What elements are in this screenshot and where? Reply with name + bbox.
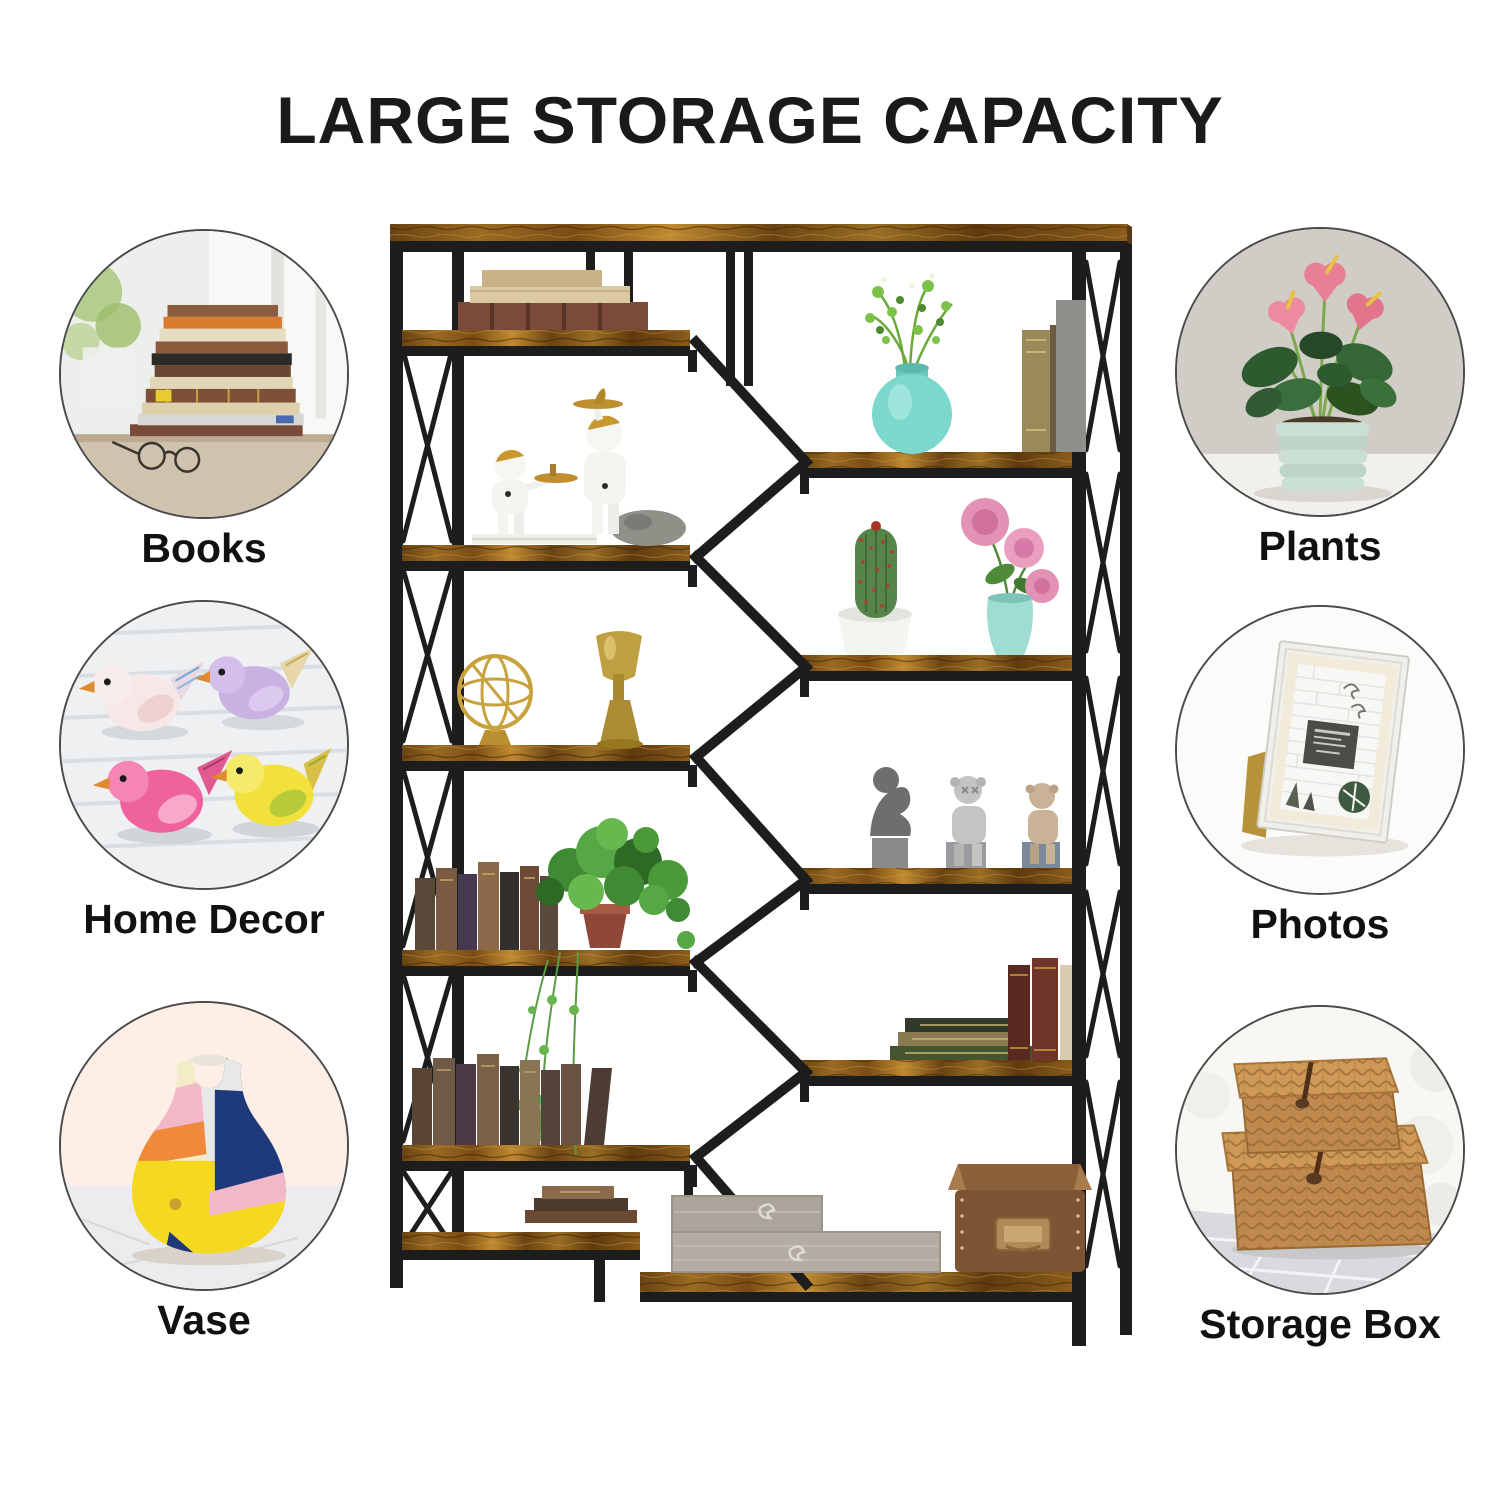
anthurium-plant-photo <box>1177 229 1463 515</box>
anthurium-flowers <box>1267 254 1384 334</box>
callout-label-plants: Plants <box>1258 523 1382 569</box>
books-photo-circle <box>59 229 349 519</box>
teal-vase-plant <box>865 273 953 454</box>
cactus-pot <box>838 521 912 654</box>
honeycomb-spine <box>688 334 814 1292</box>
callout-photos: Photos <box>1175 605 1465 948</box>
photo-frame-photo <box>1177 607 1463 893</box>
astronaut-figurines <box>472 388 686 546</box>
antique-book-stack <box>890 958 1072 1060</box>
plants-photo-circle <box>1175 227 1465 517</box>
callout-storage-box: Storage Box <box>1175 1005 1465 1348</box>
bookshelf-graphic <box>390 224 1142 1346</box>
callout-label-storage-box: Storage Box <box>1199 1301 1441 1347</box>
leather-storage-box <box>948 1164 1092 1272</box>
right-shelves <box>640 452 1072 1302</box>
geometric-vase-photo <box>61 1003 347 1289</box>
small-basket <box>1233 1057 1402 1154</box>
carved-wood-box <box>671 1195 941 1273</box>
books-photo <box>61 231 347 517</box>
page-title: LARGE STORAGE CAPACITY <box>276 83 1224 157</box>
bird-figurines-photo <box>61 602 347 888</box>
hot-pink-bird <box>92 749 233 833</box>
ribbed-pot <box>1275 416 1370 491</box>
storage-box-photo-circle <box>1175 1005 1465 1295</box>
callout-home-decor: Home Decor <box>59 600 349 943</box>
callout-label-home-decor: Home Decor <box>83 896 325 942</box>
vase-photo-circle <box>59 1001 349 1291</box>
picture-frame <box>1256 640 1410 844</box>
purple-bird <box>195 647 314 720</box>
gold-goblet <box>596 631 643 749</box>
x-braces-right <box>1083 259 1123 1269</box>
large-basket <box>1221 1124 1433 1260</box>
book-row-upper <box>415 862 558 950</box>
script-writing <box>1343 683 1367 719</box>
callout-label-photos: Photos <box>1250 901 1390 947</box>
bottom-book-stack <box>525 1186 637 1223</box>
pink-white-bird <box>78 661 205 732</box>
armillary-sphere <box>457 654 533 745</box>
photos-photo-circle <box>1175 605 1465 895</box>
standing-books-right <box>1022 300 1086 452</box>
collectible-figurines <box>870 767 1060 868</box>
callout-vase: Vase <box>59 1001 349 1344</box>
left-shelves <box>402 330 690 1260</box>
home-decor-photo-circle <box>59 600 349 890</box>
wicker-baskets-photo <box>1177 1007 1463 1293</box>
potted-plant <box>536 818 695 949</box>
metal-frame <box>390 230 1133 1346</box>
callout-books: Books <box>59 229 349 572</box>
bookshelf-photo <box>388 220 1142 1355</box>
spine-stubs <box>455 350 1083 1187</box>
eyeglasses <box>111 440 201 473</box>
book-stack <box>130 304 304 437</box>
peony-vase <box>961 498 1059 655</box>
book-row-lower <box>412 1054 612 1145</box>
callout-label-vase: Vase <box>157 1297 251 1343</box>
yellow-bird <box>210 747 332 826</box>
callout-label-books: Books <box>141 525 267 571</box>
callout-plants: Plants <box>1175 227 1465 570</box>
leaves <box>1241 331 1397 418</box>
book-stack-top <box>458 270 648 330</box>
